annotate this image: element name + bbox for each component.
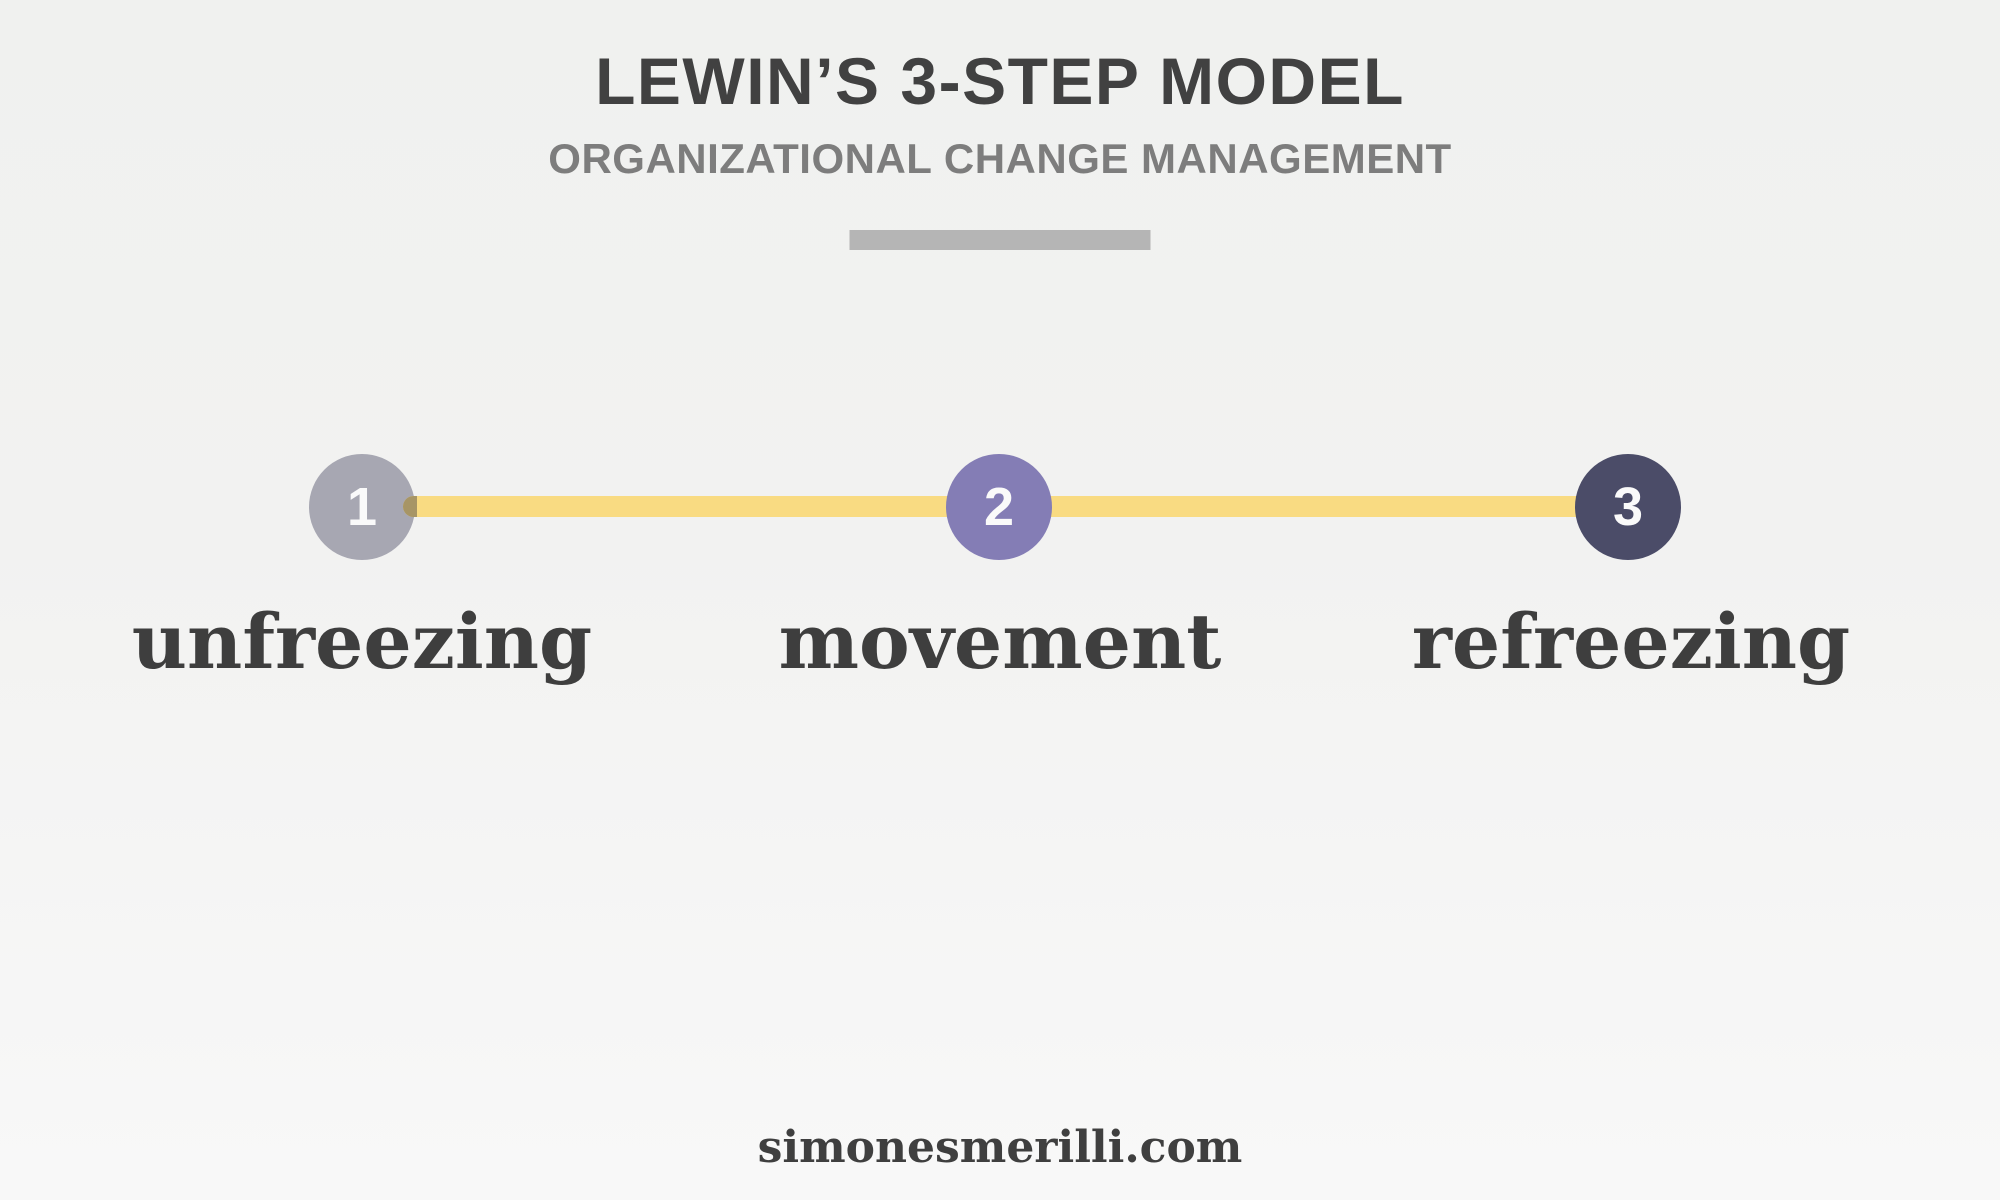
divider-bar [849, 230, 1151, 250]
step-label-unfreezing: unfreezing [131, 597, 593, 686]
step-number-2: 2 [983, 477, 1015, 537]
step-number-3: 3 [1612, 477, 1644, 537]
step-circle-2: 2 [946, 454, 1052, 560]
page-title: LEWIN’S 3-STEP MODEL [595, 44, 1405, 118]
step-number-1: 1 [346, 477, 378, 537]
step-label-movement: movement [778, 597, 1222, 686]
connector-line-cap [403, 496, 417, 517]
step-circle-1: 1 [309, 454, 415, 560]
step-label-refreezing: refreezing [1411, 597, 1851, 686]
footer-website: simonesmerilli.com [757, 1122, 1243, 1173]
step-circle-3: 3 [1575, 454, 1681, 560]
page-subtitle: ORGANIZATIONAL CHANGE MANAGEMENT [548, 135, 1452, 182]
